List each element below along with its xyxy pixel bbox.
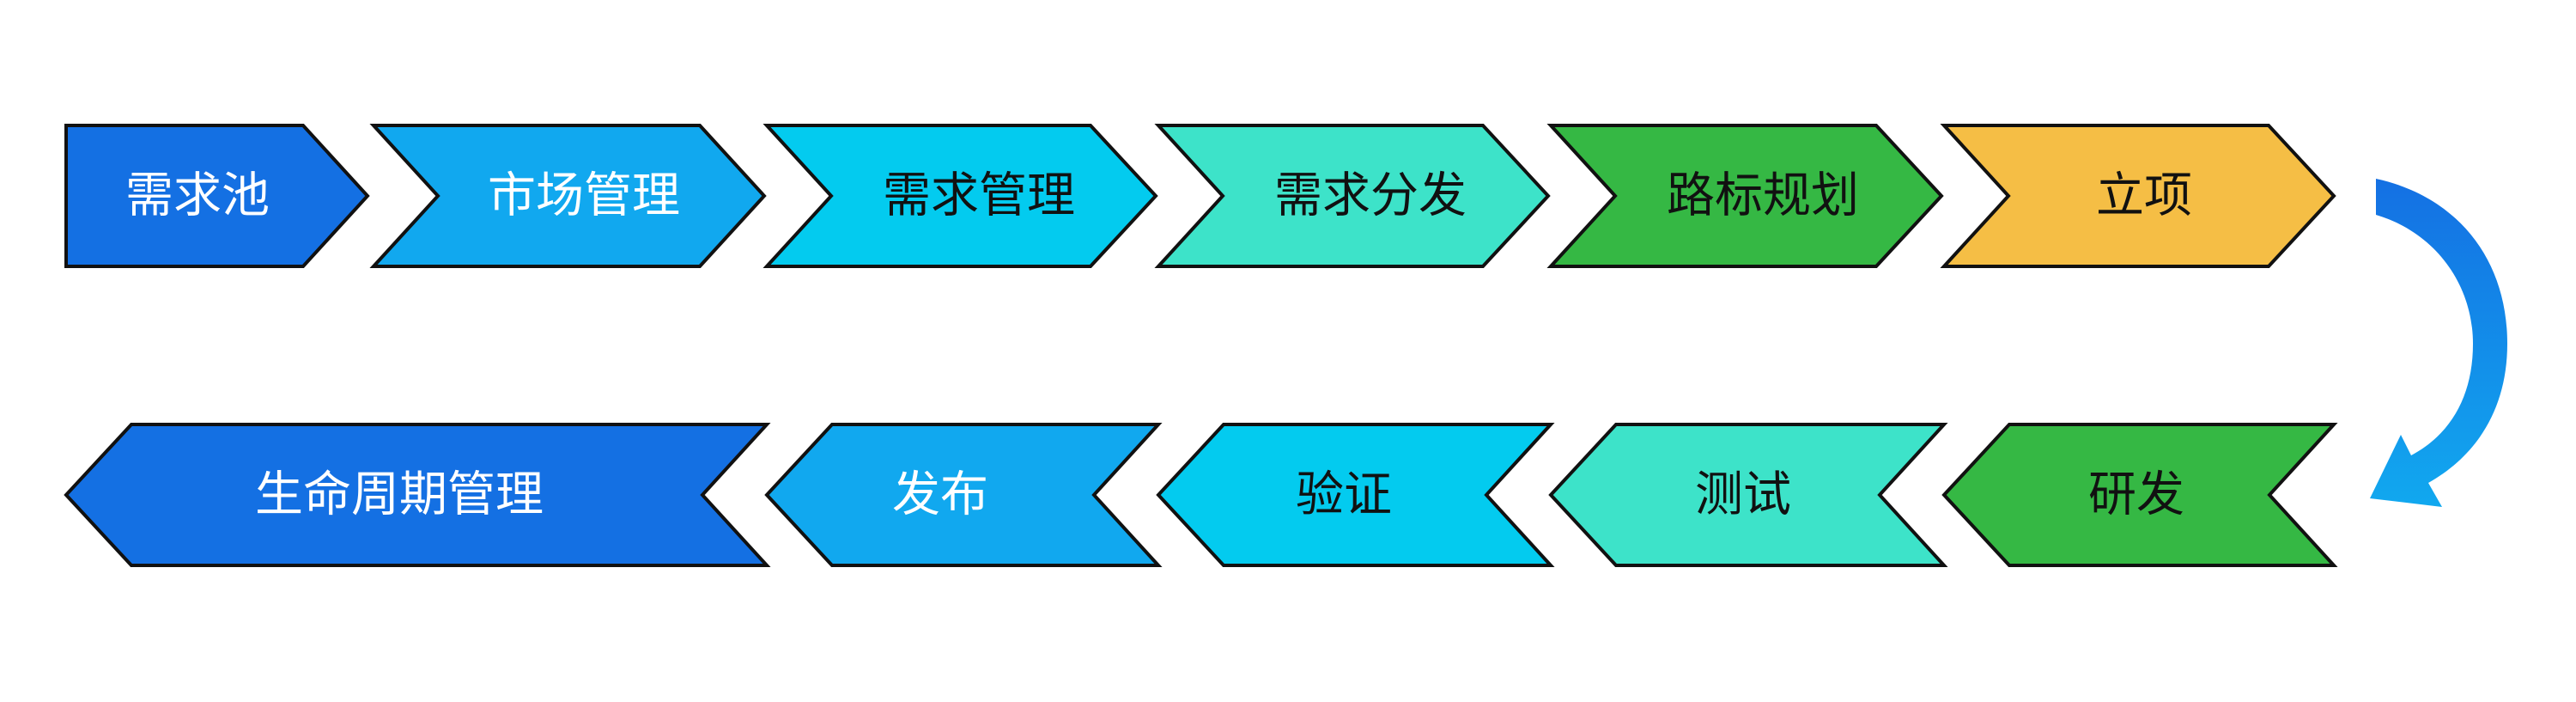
step-label: 需求池 — [125, 168, 270, 224]
step-roadmap-planning: 路标规划 — [1546, 124, 1944, 268]
step-project-initiation: 立项 — [1940, 124, 2336, 268]
row-1: 需求池 市场管理 需求管理 需求分发 路标规划 立项 — [64, 124, 2336, 268]
step-release: 发布 — [764, 423, 1163, 567]
row-2: 生命周期管理 发布 验证 测试 研发 — [64, 423, 2338, 567]
step-label: 验证 — [1296, 467, 1392, 523]
step-label: 发布 — [892, 467, 988, 523]
step-label: 市场管理 — [488, 168, 680, 224]
step-label: 测试 — [1695, 467, 1791, 523]
step-demand-distribution: 需求分发 — [1154, 124, 1551, 268]
step-label: 立项 — [2096, 168, 2192, 224]
step-testing: 测试 — [1548, 423, 1948, 567]
step-demand-pool: 需求池 — [64, 124, 370, 268]
step-market-management: 市场管理 — [369, 124, 767, 268]
step-label: 研发 — [2088, 467, 2184, 523]
step-label: 生命周期管理 — [255, 467, 544, 523]
curved-arrow-icon — [2370, 179, 2507, 507]
step-lifecycle-management: 生命周期管理 — [64, 423, 771, 567]
step-demand-management: 需求管理 — [762, 124, 1158, 268]
step-label: 需求管理 — [883, 168, 1075, 224]
step-development: 研发 — [1941, 423, 2338, 567]
step-label: 路标规划 — [1667, 168, 1859, 224]
step-verification: 验证 — [1156, 423, 1555, 567]
step-label: 需求分发 — [1274, 168, 1467, 224]
